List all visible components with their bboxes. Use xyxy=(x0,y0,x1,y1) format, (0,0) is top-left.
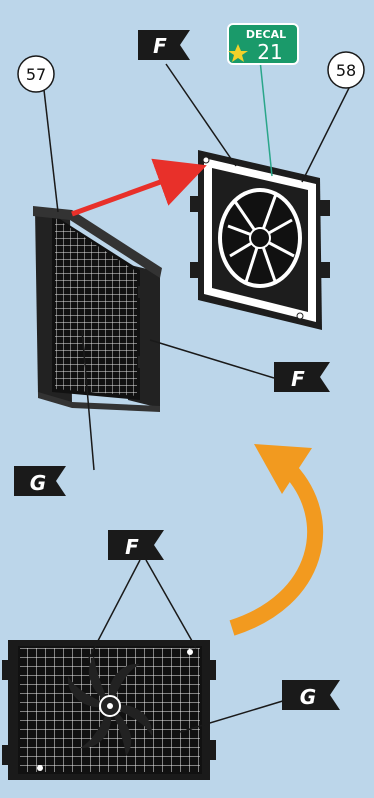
flag-f-bottom: F xyxy=(108,530,164,560)
decal-badge: DECAL 21 xyxy=(227,23,299,65)
svg-text:F: F xyxy=(153,34,167,58)
fan-shroud-part-58 xyxy=(190,150,330,330)
assembled-radiator xyxy=(2,640,216,780)
leader-lines-top xyxy=(43,59,351,471)
svg-text:F: F xyxy=(291,367,305,391)
assembly-arrow xyxy=(71,158,207,217)
svg-text:G: G xyxy=(30,471,46,495)
part-number-57: 57 xyxy=(17,55,55,93)
svg-text:F: F xyxy=(125,535,139,559)
leader-lines-bottom xyxy=(87,559,287,733)
flag-g-left: G xyxy=(14,466,66,496)
svg-text:G: G xyxy=(300,685,316,709)
svg-text:58: 58 xyxy=(336,61,356,80)
rotate-arrow xyxy=(229,444,324,636)
flag-g-bottom: G xyxy=(282,680,340,710)
flag-f-top: F xyxy=(138,30,190,60)
svg-text:DECAL: DECAL xyxy=(246,28,286,41)
star-icon xyxy=(228,44,248,62)
svg-text:21: 21 xyxy=(257,40,282,64)
flag-f-mid: F xyxy=(274,362,330,392)
part-number-58: 58 xyxy=(327,51,365,89)
radiator-part-57 xyxy=(33,206,162,412)
svg-text:57: 57 xyxy=(26,65,46,84)
